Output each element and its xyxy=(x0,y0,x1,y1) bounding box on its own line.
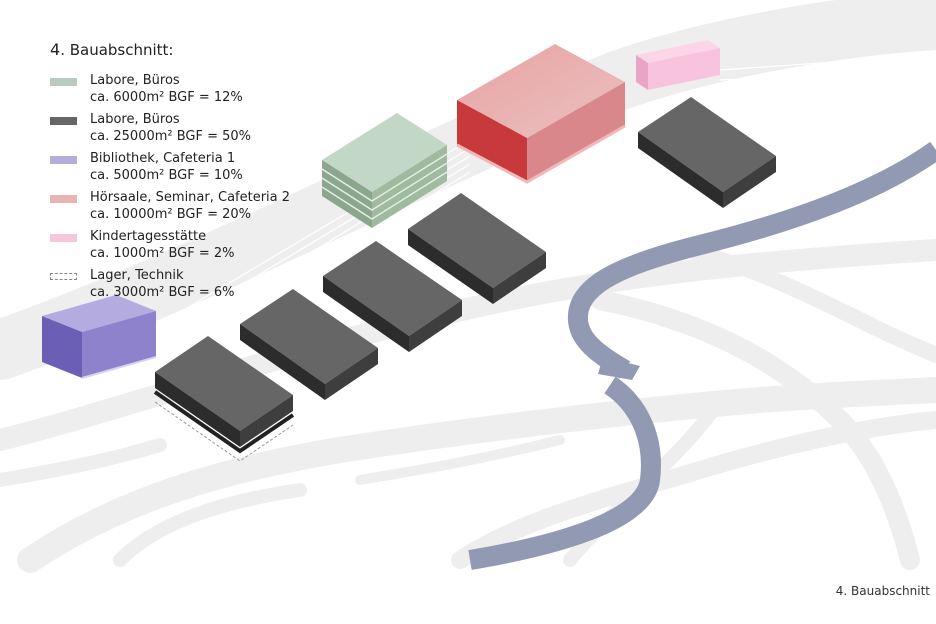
legend-item-lecture: Hörsaale, Seminar, Cafeteria 2 ca. 10000m… xyxy=(44,190,344,231)
building-library-purple xyxy=(42,295,157,379)
legend-title: 4. Bauabschnitt: xyxy=(50,40,344,59)
building-office-gray-4 xyxy=(408,193,546,304)
legend-item-kita: Kindertagesstätte ca. 1000m² BGF = 2% xyxy=(44,229,344,270)
building-kita-pink xyxy=(636,40,720,90)
legend-label-line2: ca. 10000m² BGF = 20% xyxy=(90,207,252,222)
legend-label-line2: ca. 1000m² BGF = 2% xyxy=(90,246,235,261)
river xyxy=(468,141,936,570)
building-office-gray-1 xyxy=(153,336,295,462)
footer-caption: 4. Bauabschnitt xyxy=(835,584,930,598)
legend-label-line2: ca. 6000m² BGF = 12% xyxy=(90,90,243,105)
building-office-gray-3 xyxy=(323,241,462,352)
legend-label-line2: ca. 5000m² BGF = 10% xyxy=(90,168,243,183)
building-office-gray-2 xyxy=(240,289,378,400)
legend-item-library: Bibliothek, Cafeteria 1 ca. 5000m² BGF = … xyxy=(44,151,344,192)
legend-swatch-gray xyxy=(50,117,77,125)
legend-title-number: 4 xyxy=(50,40,61,59)
building-labs-green xyxy=(321,113,448,228)
legend-label-line1: Labore, Büros xyxy=(90,112,180,127)
legend-label-line1: Labore, Büros xyxy=(90,73,180,88)
legend-swatch-purple xyxy=(50,156,77,164)
legend-title-text: . Bauabschnitt: xyxy=(60,41,174,59)
legend-item-labs-green: Labore, Büros ca. 6000m² BGF = 12% xyxy=(44,73,344,114)
legend-swatch-dashed xyxy=(50,273,77,280)
legend-label-line1: Bibliothek, Cafeteria 1 xyxy=(90,151,236,166)
building-lecture-red xyxy=(456,44,626,184)
legend-item-labs-gray: Labore, Büros ca. 25000m² BGF = 50% xyxy=(44,112,344,153)
legend-label-line1: Hörsaale, Seminar, Cafeteria 2 xyxy=(90,190,291,205)
legend-swatch-green xyxy=(50,78,77,86)
legend-label-line2: ca. 3000m² BGF = 6% xyxy=(90,285,235,300)
legend-swatch-pink xyxy=(50,234,77,242)
building-office-gray-5 xyxy=(638,97,776,208)
legend-label-line2: ca. 25000m² BGF = 50% xyxy=(90,129,252,144)
legend-label-line1: Kindertagesstätte xyxy=(90,229,207,244)
legend: 4. Bauabschnitt: Labore, Büros ca. 6000m²… xyxy=(44,40,344,309)
legend-label-line1: Lager, Technik xyxy=(90,268,184,283)
legend-swatch-red xyxy=(50,195,77,203)
legend-item-storage: Lager, Technik ca. 3000m² BGF = 6% xyxy=(44,268,344,309)
